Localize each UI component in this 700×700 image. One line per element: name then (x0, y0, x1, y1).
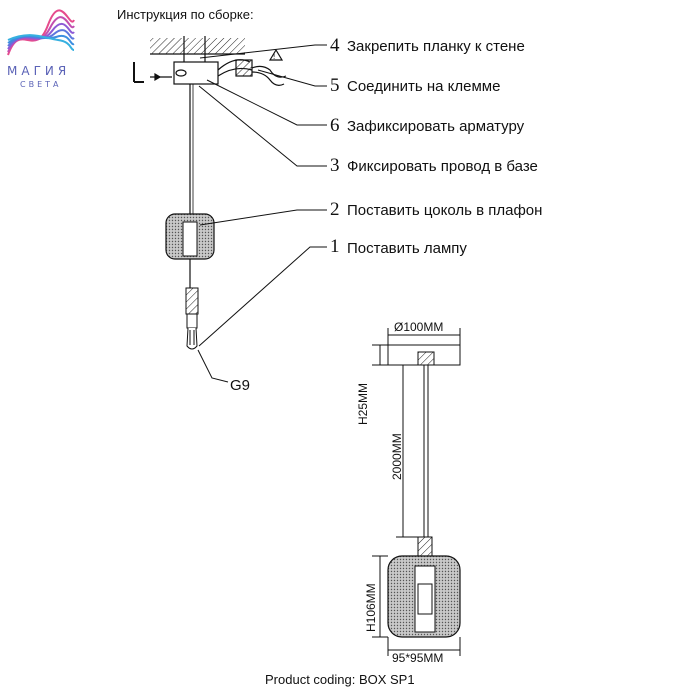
leader-step-5 (257, 69, 327, 87)
step-3-text: Фиксировать провод в базе (347, 158, 538, 175)
lamp-socket (185, 287, 199, 350)
step-4-number: 4 (330, 35, 340, 56)
brand-logo: МАГИЯ СВЕТА (0, 0, 80, 100)
logo-wave-icon (7, 9, 75, 56)
mounting-bracket: ! (150, 36, 287, 86)
logo-word-bottom: СВЕТА (20, 80, 62, 89)
dim-shade-size: 95*95MM (392, 651, 444, 665)
leader-step-3 (198, 85, 327, 167)
leader-step-2 (199, 209, 327, 226)
step-2-number: 2 (330, 199, 340, 220)
svg-text:!: ! (273, 52, 275, 61)
lamp-socket-label: G9 (230, 377, 251, 394)
ceiling (150, 38, 245, 55)
dim-diameter: Ø100MM (394, 320, 444, 334)
step-1-number: 1 (330, 236, 340, 257)
step-3-number: 3 (330, 155, 340, 176)
step-4-text: Закрепить планку к стене (347, 38, 525, 55)
dim-base-height: H25MM (356, 382, 370, 425)
dim-shade-height: H106MM (364, 583, 378, 632)
leader-lines (197, 44, 327, 383)
lamp-shade (165, 213, 215, 260)
dim-cable-length: 2000MM (390, 433, 404, 480)
step-5-number: 5 (330, 75, 340, 96)
leader-step-6 (206, 79, 327, 126)
dimension-drawing (372, 328, 461, 656)
step-2-text: Поставить цоколь в плафон (347, 202, 543, 219)
instruction-title: Инструкция по сборке: (117, 7, 254, 22)
step-6-text: Зафиксировать арматуру (347, 118, 525, 135)
l-bracket-icon (133, 62, 144, 83)
product-coding: Product coding: BOX SP1 (265, 672, 415, 687)
step-1-text: Поставить лампу (347, 240, 467, 257)
leader-g9 (197, 349, 229, 383)
leader-step-1 (198, 246, 327, 347)
step-6-number: 6 (330, 115, 340, 136)
logo-word-top: МАГИЯ (7, 64, 71, 78)
step-5-text: Соединить на клемме (347, 78, 501, 95)
leader-step-4 (199, 44, 327, 59)
